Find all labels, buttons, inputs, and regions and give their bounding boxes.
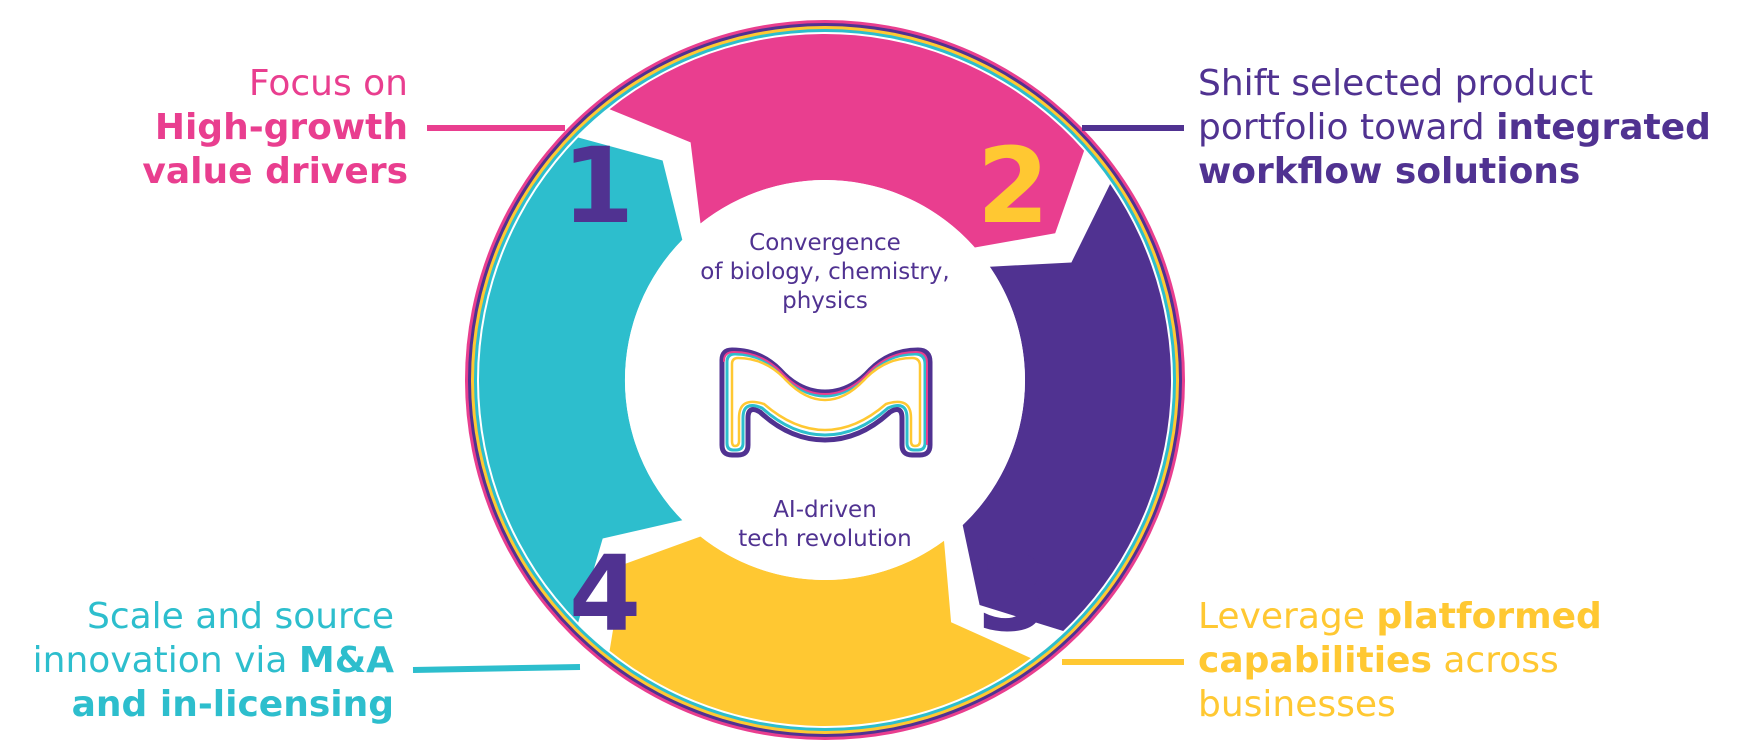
callout-step-1: Focus on High-growth value drivers <box>142 62 408 194</box>
callout-2-line-3: workflow solutions <box>1198 151 1581 192</box>
callout-3-line-2-bold: capabilities <box>1198 640 1432 681</box>
callout-4-line-1: Scale and source <box>86 596 394 637</box>
callout-2-line-1: Shift selected product <box>1198 63 1594 104</box>
segment-4 <box>478 137 683 623</box>
center-top-line-1: Convergence <box>749 230 901 256</box>
segment-3 <box>609 536 1031 726</box>
callout-4-line-2-plain: innovation via <box>32 640 299 681</box>
m-logo-icon <box>719 347 933 458</box>
step-number-4: 4 <box>569 533 641 655</box>
center-top-line-2: of biology, chemistry, <box>700 259 949 285</box>
center-bottom-line-2: tech revolution <box>738 526 912 552</box>
step-number-2: 2 <box>977 125 1049 247</box>
callout-step-2: Shift selected product portfolio toward … <box>1198 62 1711 194</box>
center-bottom-line-1: AI-driven <box>773 497 877 523</box>
step-number-3: 3 <box>977 533 1049 655</box>
step-number-1: 1 <box>562 125 634 247</box>
connector-line-4 <box>412 664 581 673</box>
segment-1 <box>609 33 1085 248</box>
callout-1-line-3: value drivers <box>142 151 408 192</box>
callout-2-line-2-plain: portfolio toward <box>1198 107 1497 148</box>
callout-3-line-3: businesses <box>1198 684 1396 725</box>
callout-1-line-1: Focus on <box>248 63 408 104</box>
segment-2 <box>962 184 1172 631</box>
center-disc <box>625 180 1025 580</box>
center-top-line-3: physics <box>782 288 868 314</box>
callout-step-3: Leverage platformed capabilities across … <box>1198 595 1602 727</box>
callout-3-line-1-bold: platformed <box>1376 596 1602 637</box>
callout-3-line-1-plain: Leverage <box>1198 596 1377 637</box>
callout-4-line-3: and in-licensing <box>71 684 394 725</box>
callout-1-line-2: High-growth <box>154 107 408 148</box>
callout-3-line-2-plain: across <box>1431 640 1559 681</box>
callout-2-line-2-bold: integrated <box>1496 107 1711 148</box>
callout-step-4: Scale and source innovation via M&A and … <box>33 595 394 727</box>
callout-4-line-2-bold: M&A <box>298 640 394 681</box>
